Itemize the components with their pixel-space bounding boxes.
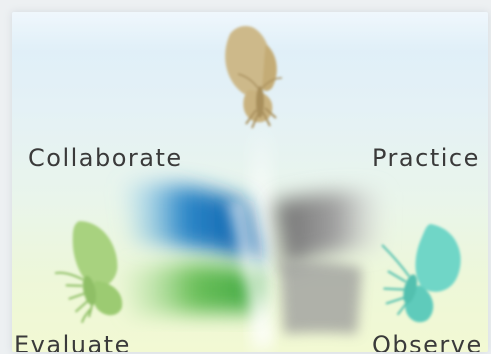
label-observe: Observe	[372, 331, 483, 352]
label-evaluate: Evaluate	[14, 331, 131, 352]
diagram-panel: Collaborate Practice Evaluate Observe	[12, 12, 488, 352]
blue-band	[122, 182, 262, 262]
butterfly-icon	[225, 26, 283, 129]
butterfly-icon	[381, 224, 461, 323]
cycle-illustration	[54, 26, 461, 352]
green-band	[124, 263, 262, 316]
label-collaborate: Collaborate	[28, 144, 183, 172]
gray-band-upper	[274, 191, 382, 270]
gray-band-lower	[280, 261, 362, 334]
label-practice: Practice	[372, 144, 480, 172]
butterfly-icon	[54, 221, 123, 324]
light-streak	[227, 202, 274, 342]
